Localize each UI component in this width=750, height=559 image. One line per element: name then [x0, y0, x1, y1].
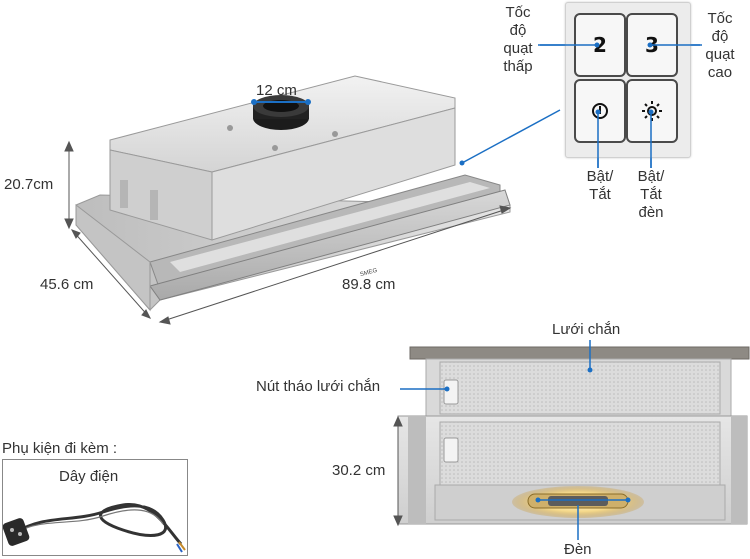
power-label: Bật/ Tắt [586, 168, 614, 203]
fan-low-label: Tốc độ quạt thấp [503, 4, 533, 75]
filter-label: Lưới chắn [552, 321, 621, 338]
hood-body [75, 75, 511, 312]
power-button[interactable] [574, 79, 626, 143]
power-cable-image [3, 503, 186, 553]
front-height-label: 30.2 cm [332, 462, 386, 479]
keypanel-callout [461, 109, 561, 164]
accessories-heading: Phụ kiện đi kèm : [2, 440, 118, 457]
height-dimension-line [64, 140, 74, 230]
width-dimension-line [158, 205, 512, 325]
height-label: 20.7cm [4, 176, 54, 193]
fan-low-button[interactable]: 2 [574, 13, 626, 77]
lamp-label: Đèn [564, 541, 592, 558]
filter-release-label: Nút tháo lưới chắn [256, 378, 381, 395]
cable-label: Dây điện [59, 468, 119, 485]
control-panel: 2 3 [565, 2, 691, 158]
fan-high-label: Tốc độ quạt cao [705, 10, 735, 81]
depth-label: 45.6 cm [40, 276, 94, 293]
light-button[interactable] [626, 79, 678, 143]
light-label: Bật/ Tắt đèn [637, 168, 665, 221]
width-label: 89.8 cm [342, 276, 396, 293]
fan-diameter-label: 12 cm [256, 82, 297, 99]
light-icon [642, 101, 662, 121]
front-view [397, 346, 750, 525]
fan-high-button[interactable]: 3 [626, 13, 678, 77]
power-icon [592, 103, 608, 119]
accessories-box: Dây điện [2, 459, 188, 556]
depth-dimension-line [70, 229, 152, 319]
